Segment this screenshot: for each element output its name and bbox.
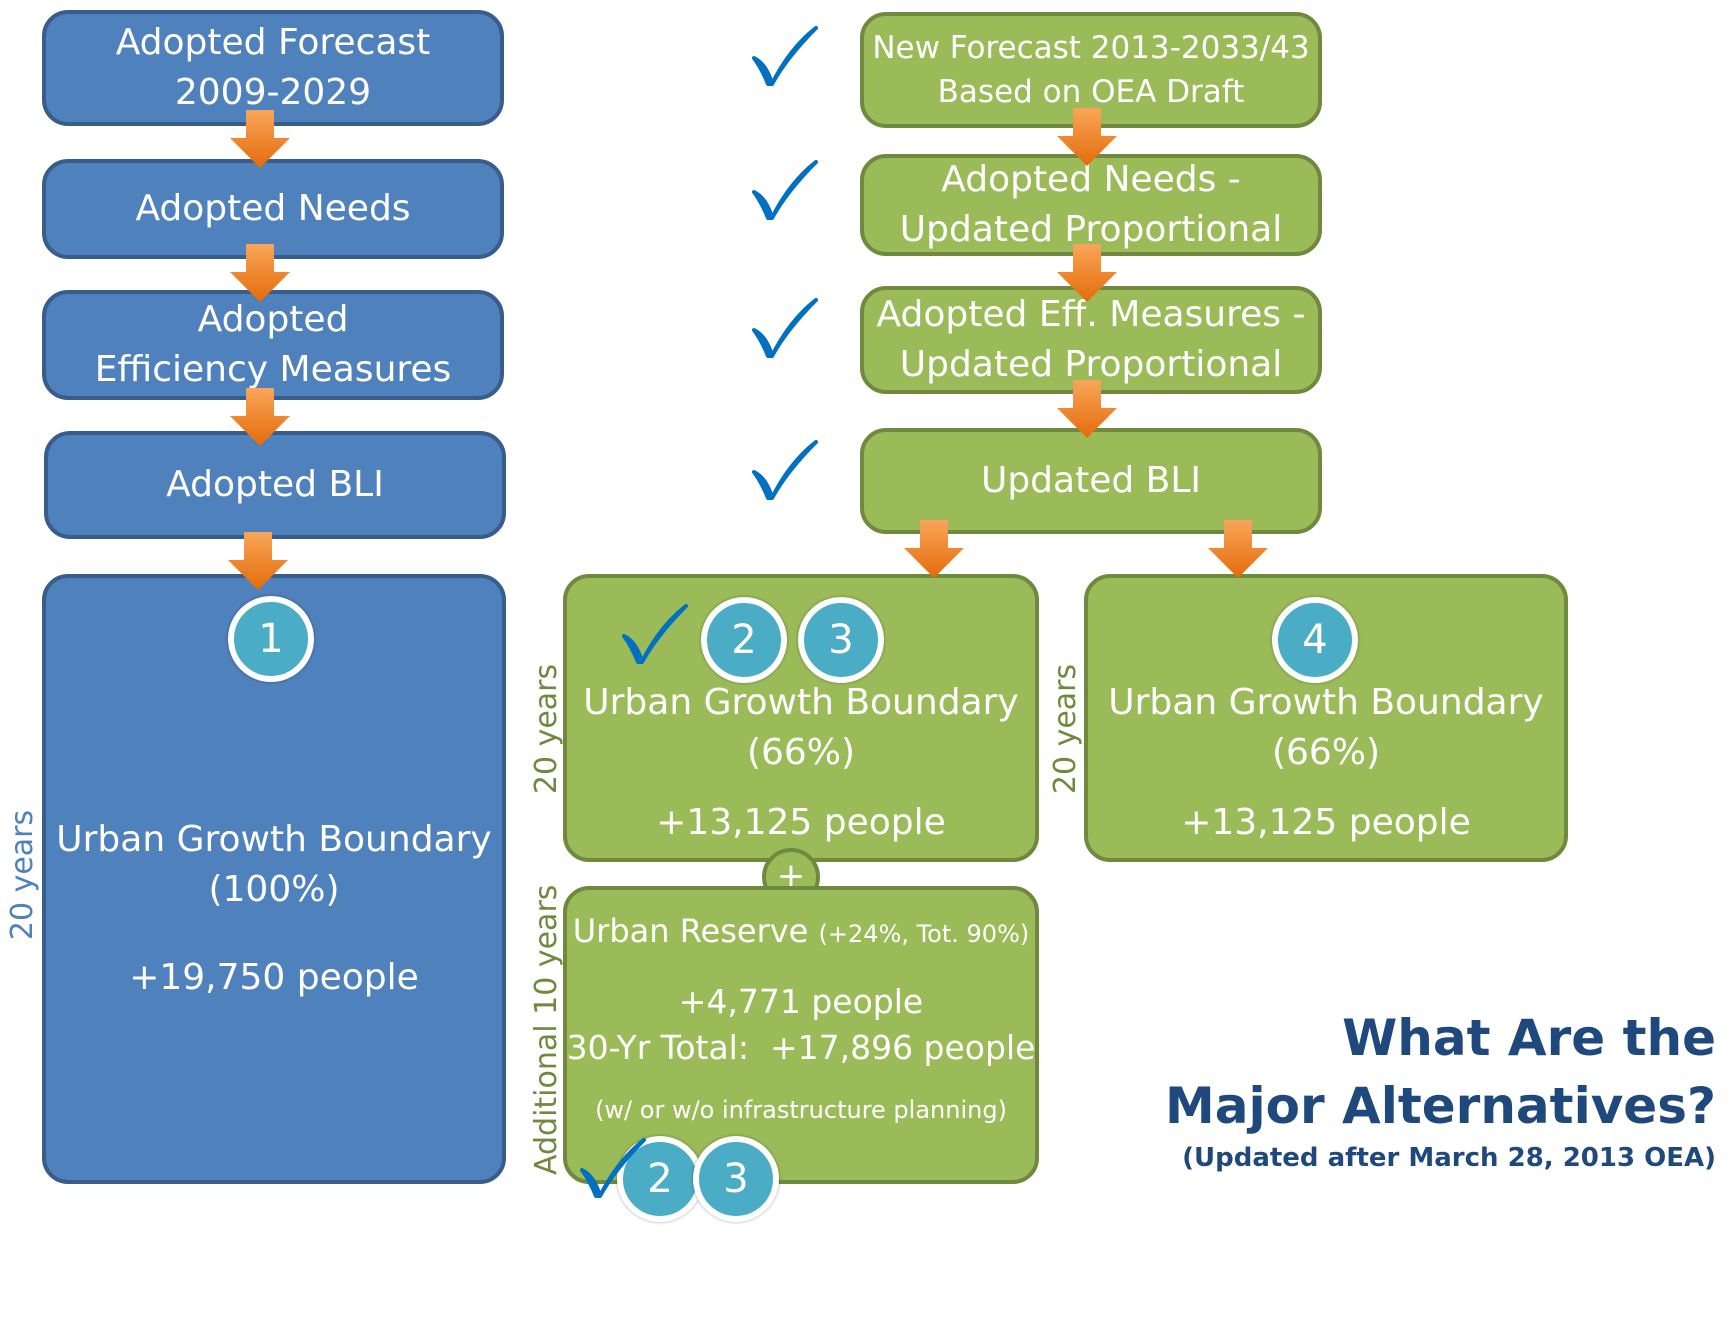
urban-reserve-infrastructure-note: (w/ or w/o infrastructure planning) bbox=[595, 1096, 1007, 1124]
adopted-efficiency-line1: Adopted bbox=[197, 299, 349, 340]
updated-bli-label: Updated BLI bbox=[980, 460, 1202, 501]
checkmark-icon bbox=[752, 26, 818, 86]
updated-needs-box: Adopted Needs - Updated Proportional bbox=[860, 154, 1322, 256]
adopted-efficiency-line2: Efficiency Measures bbox=[94, 349, 452, 390]
down-arrow-icon bbox=[230, 244, 290, 302]
adopted-forecast-line1: Adopted Forecast bbox=[115, 22, 431, 63]
heading-line2: Major Alternatives? bbox=[1164, 1077, 1716, 1135]
down-arrow-icon bbox=[1208, 520, 1268, 578]
alt23-years-label: 20 years bbox=[529, 663, 564, 795]
adopted-bli-label: Adopted BLI bbox=[166, 464, 384, 505]
alt1-ugb-line1: Urban Growth Boundary bbox=[56, 819, 492, 860]
urban-reserve-people: +4,771 people bbox=[678, 982, 924, 1021]
urban-reserve-note: (+24%, Tot. 90%) bbox=[818, 920, 1030, 948]
alternative-3-badge: 3 bbox=[798, 597, 884, 683]
down-arrow-icon bbox=[1057, 244, 1117, 302]
down-arrow-icon bbox=[230, 110, 290, 168]
alt23-ugb-line1: Urban Growth Boundary bbox=[583, 682, 1019, 723]
updated-bli-box: Updated BLI bbox=[860, 428, 1322, 534]
down-arrow-icon bbox=[228, 532, 288, 590]
heading-subtitle: (Updated after March 28, 2013 OEA) bbox=[1182, 1143, 1716, 1173]
adopted-needs-box: Adopted Needs bbox=[42, 159, 504, 259]
updated-efficiency-line1: Adopted Eff. Measures - bbox=[876, 294, 1306, 335]
alt1-ugb-line2: (100%) bbox=[208, 869, 340, 910]
adopted-forecast-box: Adopted Forecast 2009-2029 bbox=[42, 10, 504, 126]
urban-reserve-box: Urban Reserve (+24%, Tot. 90%) +4,771 pe… bbox=[563, 886, 1039, 1184]
checkmark-icon bbox=[752, 160, 818, 220]
checkmark-icon bbox=[622, 604, 688, 664]
reserve-years-label: Additional 10 years bbox=[529, 884, 564, 1175]
alt23-ugb-line2: (66%) bbox=[746, 732, 856, 773]
alt4-years-label: 20 years bbox=[1048, 663, 1083, 795]
adopted-efficiency-box: Adopted Efficiency Measures bbox=[42, 290, 504, 400]
alternative-2-badge: 2 bbox=[701, 597, 787, 683]
heading-line1: What Are the bbox=[1342, 1009, 1716, 1067]
urban-reserve-total: 30-Yr Total: +17,896 people bbox=[566, 1028, 1036, 1067]
new-forecast-line2: Based on OEA Draft bbox=[937, 74, 1245, 110]
new-forecast-line1: New Forecast 2013-2033/43 bbox=[872, 30, 1310, 66]
down-arrow-icon bbox=[1057, 108, 1117, 166]
urban-reserve-title: Urban Reserve bbox=[572, 912, 809, 950]
alt4-ugb-line2: (66%) bbox=[1271, 732, 1381, 773]
checkmark-icon bbox=[580, 1138, 646, 1198]
alt1-people: +19,750 people bbox=[129, 957, 419, 998]
checkmark-icon bbox=[752, 440, 818, 500]
adopted-forecast-line2: 2009-2029 bbox=[174, 72, 372, 113]
adopted-bli-box: Adopted BLI bbox=[44, 431, 506, 539]
alt4-ugb-line1: Urban Growth Boundary bbox=[1108, 682, 1544, 723]
updated-efficiency-box: Adopted Eff. Measures - Updated Proporti… bbox=[860, 286, 1322, 394]
adopted-needs-label: Adopted Needs bbox=[135, 188, 411, 229]
updated-efficiency-line2: Updated Proportional bbox=[899, 344, 1283, 385]
down-arrow-icon bbox=[230, 388, 290, 446]
down-arrow-icon bbox=[904, 520, 964, 578]
updated-needs-line2: Updated Proportional bbox=[899, 209, 1283, 250]
alt23-people: +13,125 people bbox=[656, 802, 946, 843]
alt1-years-label: 20 years bbox=[5, 809, 40, 941]
alt4-people: +13,125 people bbox=[1181, 802, 1471, 843]
down-arrow-icon bbox=[1057, 380, 1117, 438]
urban-reserve-title-row: Urban Reserve (+24%, Tot. 90%) bbox=[573, 906, 1029, 959]
updated-needs-line1: Adopted Needs - bbox=[941, 159, 1241, 200]
alternative-1-badge: 1 bbox=[228, 596, 314, 682]
reserve-alternative-3-badge: 3 bbox=[693, 1136, 779, 1222]
checkmark-icon bbox=[752, 298, 818, 358]
alternative-4-badge: 4 bbox=[1272, 597, 1358, 683]
